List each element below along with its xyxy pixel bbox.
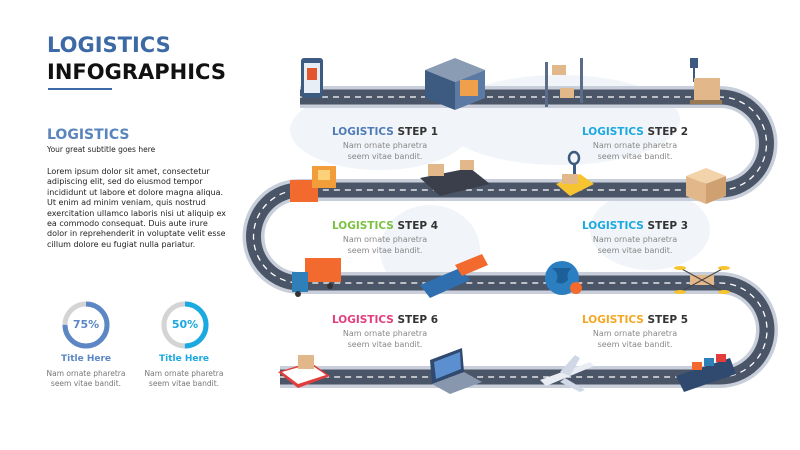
step-word: LOGISTICS <box>581 314 644 326</box>
cargo-ship-icon <box>676 354 736 392</box>
donut-progress-arc <box>161 301 209 349</box>
train-icon <box>420 254 488 298</box>
step-word: LOGISTICS <box>581 126 644 138</box>
delivery-truck-icon <box>292 258 341 297</box>
step-number: STEP 4 <box>397 220 439 232</box>
circle-title: Title Here <box>158 354 210 364</box>
donut-percent-label: 50% <box>171 318 199 331</box>
circle-desc-line: Nam ornate pharetra <box>144 369 224 378</box>
step-desc: seem vitae bandit. <box>347 245 423 255</box>
forklift-icon <box>290 166 336 202</box>
title-underline <box>48 88 112 90</box>
step-number: STEP 5 <box>647 314 689 326</box>
step-number: STEP 6 <box>397 314 439 326</box>
mobile-phone-icon <box>301 58 323 98</box>
step-word: LOGISTICS <box>581 220 644 232</box>
step-word: LOGISTICS <box>331 314 394 326</box>
step-desc: Nam ornate pharetra <box>592 329 678 338</box>
donut-percent-label: 75% <box>72 318 100 331</box>
step-number: STEP 3 <box>647 220 689 232</box>
circle-title: Title Here <box>60 354 112 364</box>
step-word: LOGISTICS <box>331 126 394 138</box>
intro-body: Lorem ipsum dolor sit amet, consectetur … <box>47 167 227 249</box>
conveyor-belt-icon <box>420 160 490 196</box>
globe-icon <box>545 261 582 295</box>
step-desc: Nam ornate pharetra <box>342 235 428 244</box>
step-number: STEP 2 <box>647 126 689 138</box>
step-desc: seem vitae bandit. <box>597 339 673 349</box>
storage-shelf-icon <box>545 58 583 107</box>
hand-pallet-truck-icon <box>556 150 594 196</box>
drone-icon <box>674 266 730 294</box>
pallet-scale-icon <box>690 58 722 104</box>
circle-desc-line: seem vitae bandit. <box>148 379 220 388</box>
intro-subtitle: Your great subtitle goes here <box>47 145 156 154</box>
step-desc: Nam ornate pharetra <box>342 141 428 150</box>
circle-desc-line: seem vitae bandit. <box>50 379 122 388</box>
step-number: STEP 1 <box>397 126 439 138</box>
warehouse-icon <box>425 58 485 110</box>
donut-chart-50 <box>161 301 209 349</box>
box-icon <box>686 168 726 204</box>
step-desc: seem vitae bandit. <box>347 339 423 349</box>
airplane-icon <box>540 355 594 392</box>
step-desc: Nam ornate pharetra <box>592 235 678 244</box>
step-desc: seem vitae bandit. <box>347 151 423 161</box>
donut-progress-arc <box>62 301 110 349</box>
laptop-icon <box>430 348 482 394</box>
title-line-2: INFOGRAPHICS <box>47 60 226 84</box>
step-desc: Nam ornate pharetra <box>592 141 678 150</box>
donut-chart-75 <box>62 301 110 349</box>
title-line-1: LOGISTICS <box>47 33 171 57</box>
road-lane-dashes <box>252 96 768 378</box>
circle-desc-line: Nam ornate pharetra <box>46 369 126 378</box>
clipboard-package-icon <box>278 355 330 388</box>
step-desc: seem vitae bandit. <box>597 245 673 255</box>
step-desc: seem vitae bandit. <box>597 151 673 161</box>
step-desc: Nam ornate pharetra <box>342 329 428 338</box>
step-word: LOGISTICS <box>331 220 394 232</box>
intro-heading: LOGISTICS <box>47 127 130 143</box>
